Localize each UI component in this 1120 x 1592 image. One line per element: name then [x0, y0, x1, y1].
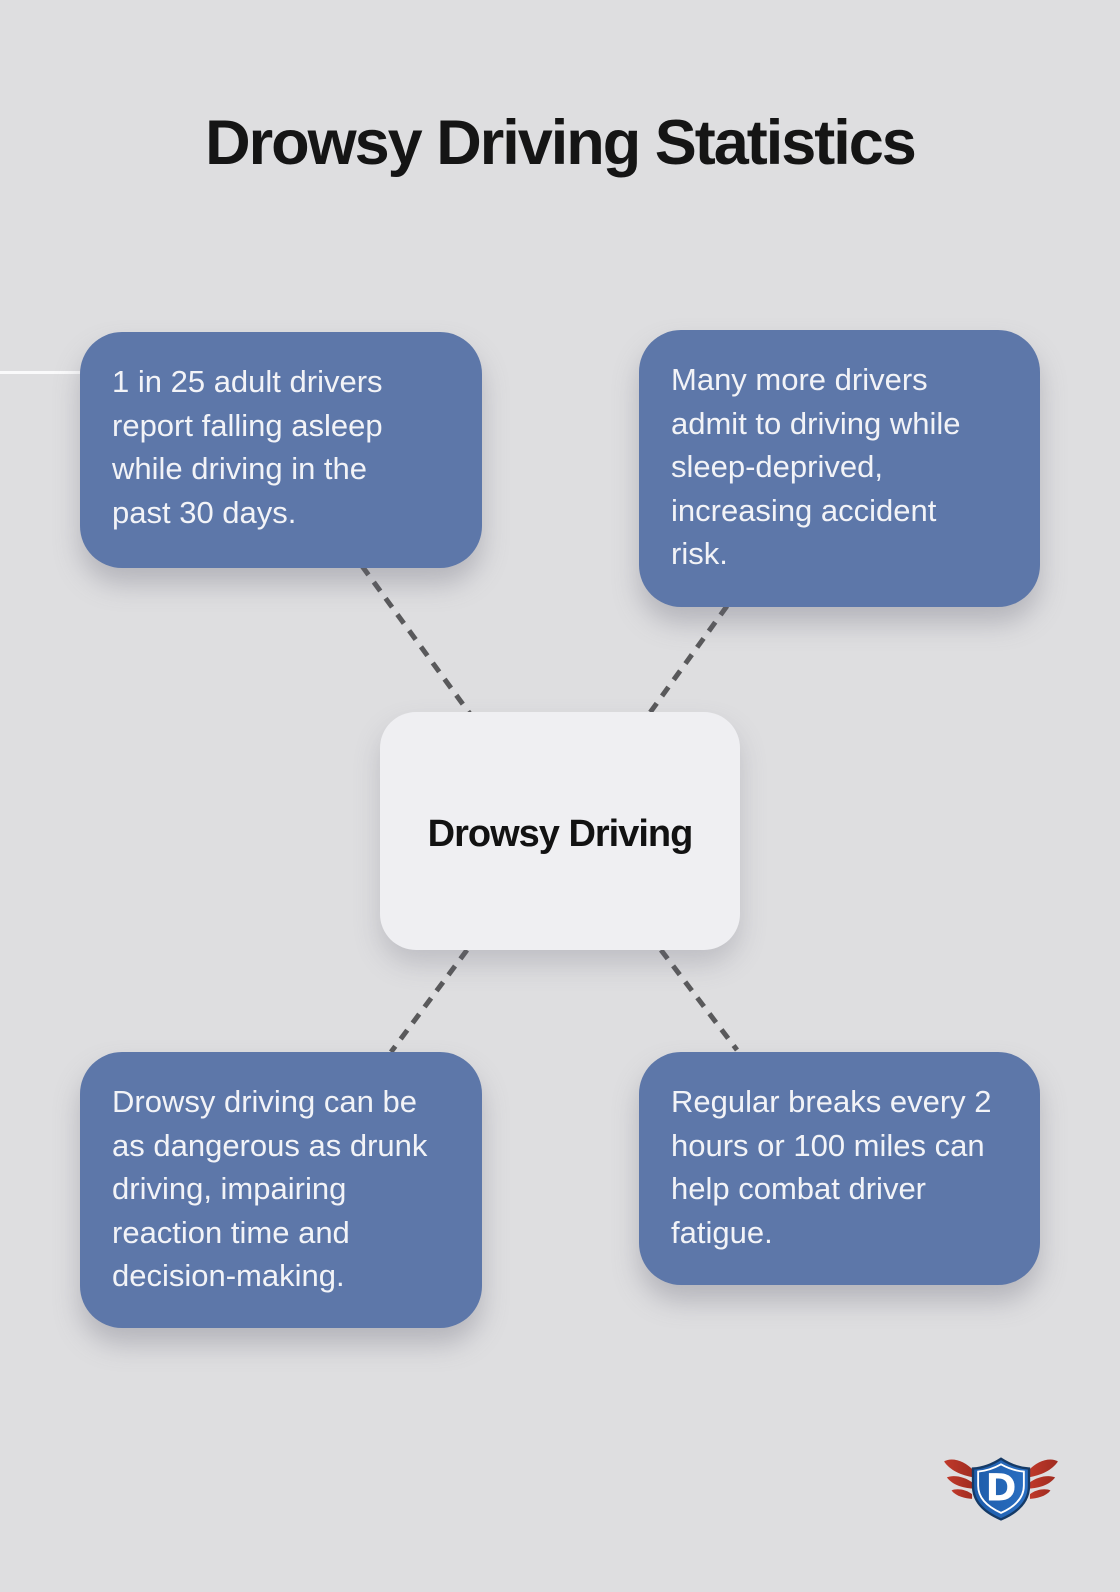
center-node-label: Drowsy Driving — [427, 812, 694, 855]
left-edge-line — [0, 371, 80, 374]
logo-letter: D — [986, 1466, 1017, 1510]
center-node: Drowsy Driving — [380, 712, 740, 950]
stat-text-bottom-right: Regular breaks every 2 hours or 100 mile… — [671, 1084, 992, 1250]
stat-box-bottom-left: Drowsy driving can be as dangerous as dr… — [80, 1052, 482, 1328]
stat-text-top-left: 1 in 25 adult drivers report falling asl… — [112, 364, 383, 530]
shield-inner-border — [977, 1463, 1025, 1514]
connector-bottom-right — [659, 948, 739, 1052]
stat-box-top-left: 1 in 25 adult drivers report falling asl… — [80, 332, 482, 568]
connector-bottom-left — [388, 948, 470, 1054]
connector-top-left — [359, 564, 473, 716]
left-wing — [944, 1459, 974, 1499]
stat-text-bottom-left: Drowsy driving can be as dangerous as dr… — [112, 1084, 428, 1293]
connector-top-right — [646, 604, 730, 716]
stat-text-top-right: Many more drivers admit to driving while… — [671, 362, 961, 571]
stat-box-bottom-right: Regular breaks every 2 hours or 100 mile… — [639, 1052, 1040, 1285]
winged-shield-icon: D — [944, 1457, 1058, 1521]
brand-logo: D — [942, 1455, 1060, 1525]
right-wing — [1028, 1459, 1058, 1499]
page-title: Drowsy Driving Statistics — [205, 108, 917, 178]
stat-box-top-right: Many more drivers admit to driving while… — [639, 330, 1040, 607]
